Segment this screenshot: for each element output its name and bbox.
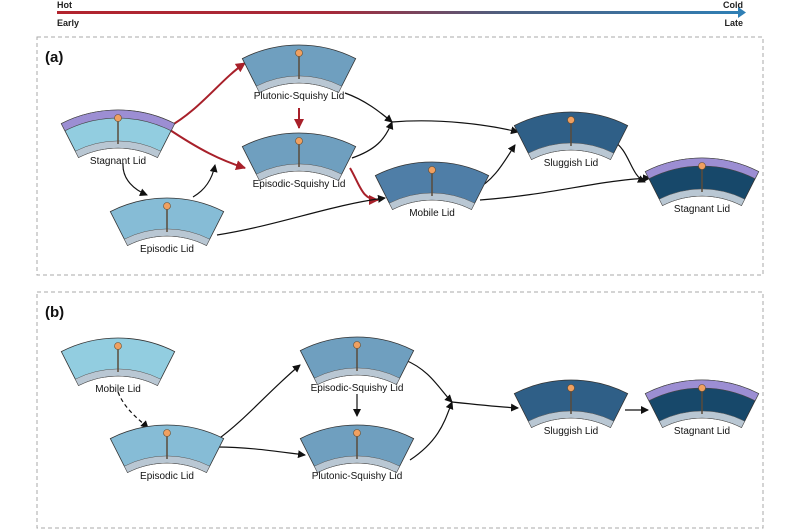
core-band bbox=[527, 410, 615, 428]
panel-a-arrows bbox=[122, 62, 651, 236]
regime-label: Stagnant Lid bbox=[674, 204, 730, 215]
panel-b-frame bbox=[36, 291, 764, 529]
regime-label: Episodic Lid bbox=[140, 244, 194, 255]
hot-cold-timeline: Hot Cold Early Late bbox=[57, 0, 746, 28]
plume-head-icon bbox=[295, 137, 303, 145]
plume-head-icon bbox=[163, 202, 171, 210]
lid-layer bbox=[644, 379, 760, 402]
plume-head-icon bbox=[114, 342, 122, 350]
arrow-plutonic-to-merge bbox=[344, 92, 393, 123]
regime-plutonic-squishy-lid: Plutonic-Squishy Lid bbox=[299, 424, 415, 482]
plume-head-icon bbox=[567, 116, 575, 124]
plume-head-icon bbox=[114, 114, 122, 122]
regime-label: Sluggish Lid bbox=[544, 158, 598, 169]
core-band bbox=[74, 140, 162, 158]
arrow-stagnant-to-episodic bbox=[122, 162, 148, 196]
regime-label: Episodic Lid bbox=[140, 471, 194, 482]
arrow-episodic-to-episodic-squishy bbox=[216, 364, 301, 441]
core-band bbox=[527, 142, 615, 160]
regime-episodic-squishy-lid: Episodic-Squishy Lid bbox=[241, 132, 357, 190]
plume-head-icon bbox=[567, 384, 575, 392]
regime-stagnant-lid: Stagnant Lid bbox=[644, 379, 760, 437]
panel-b-label: (b) bbox=[45, 304, 64, 321]
regime-label: Stagnant Lid bbox=[674, 426, 730, 437]
regime-sluggish-lid: Sluggish Lid bbox=[513, 111, 629, 169]
arrow-merge-to-sluggish bbox=[391, 120, 519, 135]
arrow-merge-to-sluggish bbox=[451, 401, 519, 412]
regime-label: Plutonic-Squishy Lid bbox=[312, 471, 403, 482]
timeline-bar bbox=[57, 11, 740, 14]
regime-label: Mobile Lid bbox=[95, 384, 141, 395]
core-band bbox=[123, 455, 211, 473]
lid-layer bbox=[644, 157, 760, 180]
arrow-mobile-to-episodic bbox=[117, 391, 149, 429]
core-band bbox=[388, 192, 476, 210]
arrow-episodic-to-mobile bbox=[216, 194, 386, 236]
core-band bbox=[74, 368, 162, 386]
core-band bbox=[123, 228, 211, 246]
plume-head-icon bbox=[163, 429, 171, 437]
regime-episodic-squishy-lid: Episodic-Squishy Lid bbox=[299, 336, 415, 394]
plume-head-icon bbox=[698, 384, 706, 392]
core-band bbox=[255, 163, 343, 181]
regime-label: Plutonic-Squishy Lid bbox=[254, 91, 345, 102]
regime-stagnant-lid-early: Stagnant Lid bbox=[60, 109, 176, 167]
panel-b-arrows bbox=[117, 359, 649, 461]
lid-layer bbox=[60, 109, 176, 132]
plume-head-icon bbox=[353, 341, 361, 349]
core-band bbox=[313, 367, 401, 385]
regime-mobile-lid: Mobile Lid bbox=[374, 161, 490, 219]
regime-label: Stagnant Lid bbox=[90, 156, 146, 167]
regime-mobile-lid: Mobile Lid bbox=[60, 337, 176, 395]
core-band bbox=[313, 455, 401, 473]
regime-label: Mobile Lid bbox=[409, 208, 455, 219]
early-label: Early bbox=[57, 18, 79, 28]
regime-label: Sluggish Lid bbox=[544, 426, 598, 437]
arrow-episodic-squishy-to-merge bbox=[351, 121, 394, 159]
regime-label: Episodic-Squishy Lid bbox=[311, 383, 404, 394]
panel-a-frame bbox=[36, 36, 764, 276]
core-band bbox=[658, 410, 746, 428]
plume-head-icon bbox=[428, 166, 436, 174]
regime-episodic-lid: Episodic Lid bbox=[109, 197, 225, 255]
arrow-episodic-to-plutonic bbox=[216, 446, 306, 459]
regime-stagnant-lid-late: Stagnant Lid bbox=[644, 157, 760, 215]
plume-head-icon bbox=[295, 49, 303, 57]
core-band bbox=[255, 75, 343, 93]
plume-head-icon bbox=[698, 162, 706, 170]
cold-label: Cold bbox=[723, 0, 743, 10]
hot-label: Hot bbox=[57, 0, 72, 10]
plume-head-icon bbox=[353, 429, 361, 437]
arrow-episodic-squishy-to-merge bbox=[404, 359, 453, 403]
arrow-stagnant-to-episodic-squishy bbox=[166, 127, 246, 171]
late-label: Late bbox=[724, 18, 743, 28]
arrow-mobile-to-stagnant bbox=[479, 174, 651, 201]
regime-sluggish-lid: Sluggish Lid bbox=[513, 379, 629, 437]
panel-a-label: (a) bbox=[45, 49, 63, 66]
arrow-episodic-to-episodic-squishy bbox=[192, 164, 218, 198]
timeline-arrowhead-icon bbox=[738, 7, 746, 18]
regime-label: Episodic-Squishy Lid bbox=[253, 179, 346, 190]
arrow-plutonic-to-merge bbox=[409, 401, 454, 461]
regime-episodic-lid: Episodic Lid bbox=[109, 424, 225, 482]
arrow-episodic-squishy-to-mobile bbox=[349, 167, 379, 205]
arrow-stagnant-to-plutonic bbox=[166, 62, 246, 129]
core-band bbox=[658, 188, 746, 206]
regime-plutonic-squishy-lid: Plutonic-Squishy Lid bbox=[241, 44, 357, 102]
